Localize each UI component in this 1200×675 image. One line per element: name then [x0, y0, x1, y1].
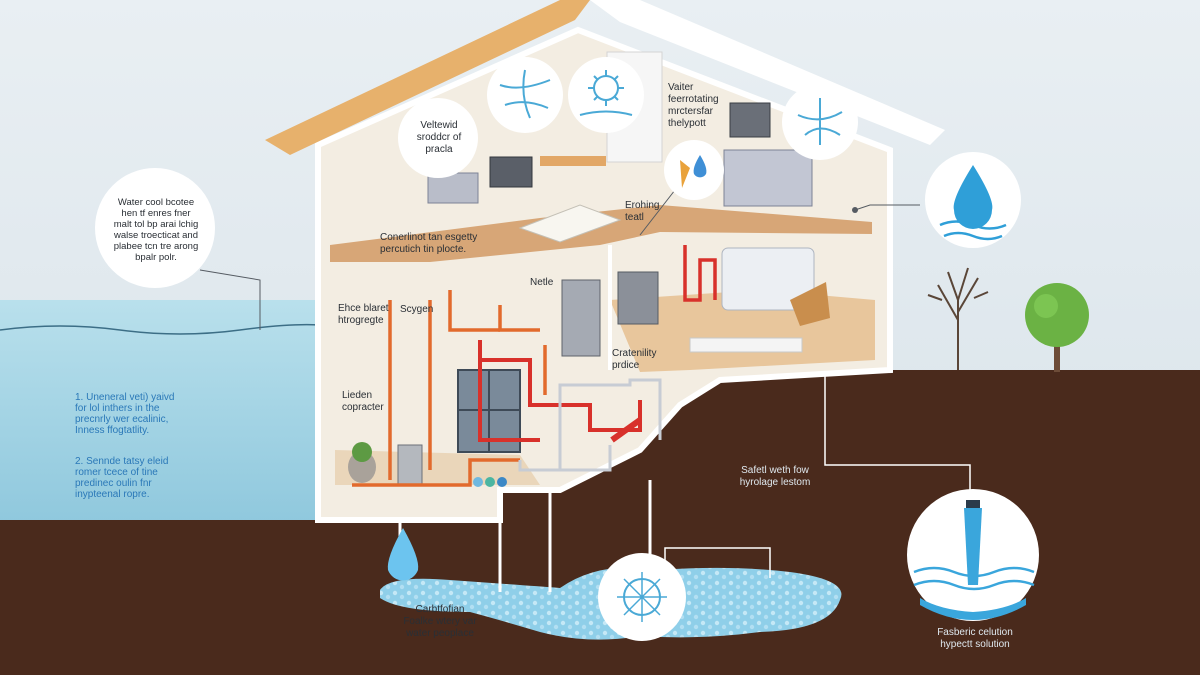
- roof-right: [590, 0, 945, 145]
- solution-label: Fasberic celution hypectt solution: [937, 627, 1013, 650]
- boiler: [561, 279, 601, 357]
- tv-upper: [489, 156, 533, 188]
- dresser: [427, 172, 479, 204]
- floor-label: Conerlinot tan esgetty percutich tin plo…: [380, 232, 478, 255]
- lake: [0, 300, 330, 525]
- monitor: [729, 102, 771, 138]
- water-drop-icon: [925, 152, 1021, 248]
- callout-left-text: Water cool bcotee hen tf enres fner malt…: [113, 197, 199, 263]
- callout-left-circle: [95, 168, 215, 288]
- creativity-label: Cratenility prdice: [612, 348, 657, 371]
- scygen-label: Scygen: [400, 304, 434, 315]
- water-drop-icon: [387, 528, 419, 581]
- water-waves-icon: [907, 489, 1039, 621]
- attic-label: Veltewid sroddcr of pracla: [416, 120, 462, 155]
- upper-floor: [330, 205, 872, 262]
- faucet-icon: [664, 140, 724, 200]
- bare-tree-icon: [927, 267, 989, 370]
- gas-label: Ehce blaret htrogregte: [338, 303, 389, 326]
- heater: [397, 444, 423, 486]
- pool-label: Carbtfofian Foalke wtery var water peopl…: [403, 604, 477, 639]
- attic-label-circle: [398, 98, 478, 178]
- leiden-label: Lieden copracter: [342, 390, 384, 413]
- bacteria-icon: [598, 553, 686, 641]
- note-1: 1. Uneneral veti) yaivd for lol inthers …: [75, 392, 175, 436]
- roof-left: [265, 0, 590, 155]
- bedside-tv: [617, 271, 659, 325]
- soil-label: Safetl weth fow hyrolage lestom: [739, 465, 811, 488]
- bacteria-icon: [782, 84, 858, 160]
- rug: [518, 204, 622, 243]
- bacteria-icon: [568, 57, 644, 133]
- bacteria-icon: [487, 57, 563, 133]
- table: [540, 156, 606, 166]
- keyboard: [689, 337, 803, 353]
- eroling-label: Erohing teatl: [625, 200, 660, 223]
- bed: [721, 247, 815, 311]
- tree-icon: [1025, 283, 1089, 372]
- cabinet: [723, 149, 813, 207]
- soil: [0, 370, 1200, 675]
- water-label: Vaiter feerrotating mrctersfar thelypott: [668, 82, 719, 129]
- note-2: 2. Sennde tatsy eleid romer tcece of tin…: [75, 456, 169, 500]
- chair: [790, 282, 830, 326]
- nettle-label: Netle: [530, 277, 554, 288]
